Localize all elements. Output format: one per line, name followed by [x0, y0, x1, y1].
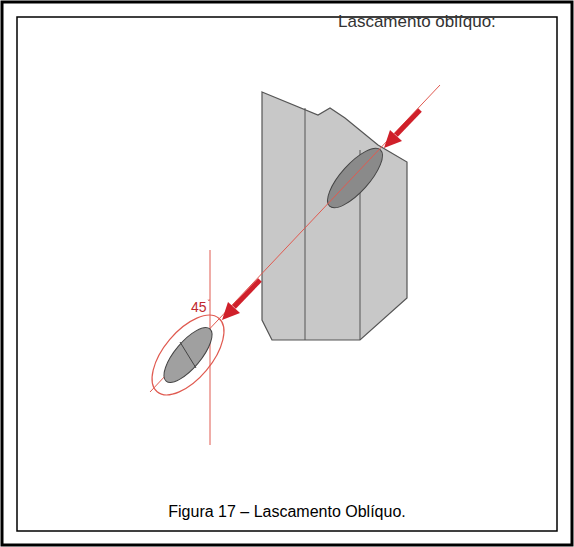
inner-frame [17, 17, 557, 531]
vertical-reference [210, 250, 211, 445]
strike-arrowhead [384, 130, 402, 148]
flake-arrow [234, 280, 260, 307]
strike-axis [150, 85, 440, 392]
flake-scar [319, 140, 391, 215]
angle-label: 45 [190, 300, 208, 314]
core-ridge [305, 108, 306, 340]
figure-caption: Figura 17 – Lascamento Oblíquo. [0, 503, 574, 521]
flake-ridge [180, 342, 196, 368]
detached-flake [156, 321, 220, 390]
strike-arrow [396, 110, 420, 135]
highlight-ellipse [139, 303, 237, 407]
flake-arrowhead [222, 302, 240, 320]
stone-core [262, 92, 407, 340]
figure-title: Lascamento oblíquo: [338, 12, 496, 32]
